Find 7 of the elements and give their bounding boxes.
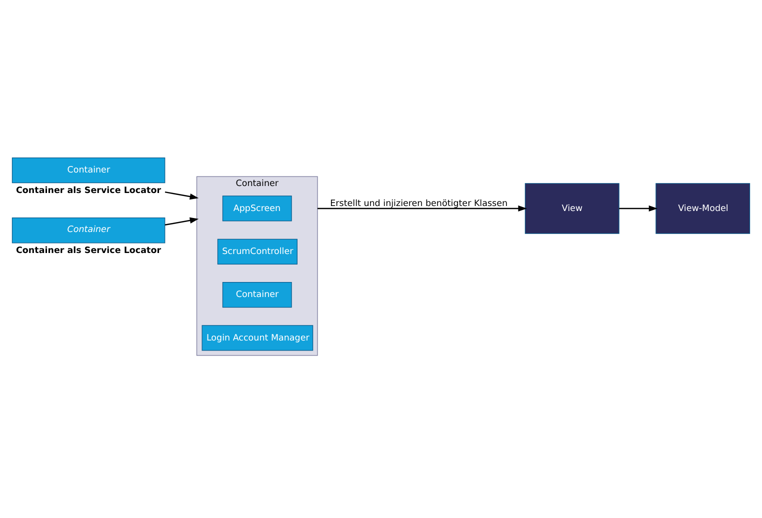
edge-label: Erstellt und injizieren benötigter Klassen bbox=[330, 199, 508, 210]
arrow bbox=[164, 217, 199, 226]
node-label: Container als Service Locator bbox=[16, 186, 162, 196]
arrow bbox=[318, 205, 527, 212]
arrow bbox=[619, 205, 658, 212]
arrow bbox=[164, 191, 199, 200]
node-label: Container als Service Locator bbox=[16, 246, 162, 256]
